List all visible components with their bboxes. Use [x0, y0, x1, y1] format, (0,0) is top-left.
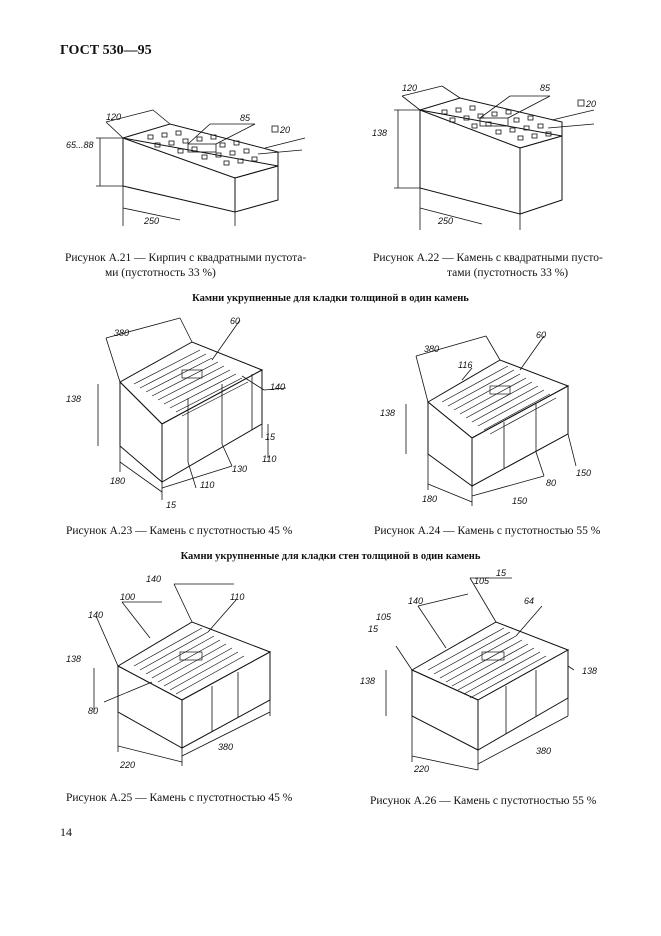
dim-label: 380 [114, 328, 129, 338]
dim-label: 85 [240, 113, 251, 123]
dim-label: 15 [265, 432, 276, 442]
figure-a22-drawing: 120 85 20 138 250 [372, 80, 622, 240]
figure-a22-caption: Рисунок А.22 — Камень с квадратными пуст… [373, 252, 603, 279]
dimension-lines [385, 577, 575, 771]
slot-pattern [133, 627, 245, 695]
dim-label: 140 [88, 610, 103, 620]
dim-label: 15 [166, 500, 177, 510]
figure-a23-svg: 380 60 138 140 15 110 130 110 15 180 [66, 316, 287, 510]
dim-label: 80 [546, 478, 556, 488]
dim-label: 138 [66, 654, 81, 664]
dim-label: 110 [230, 592, 244, 602]
dim-label: 250 [143, 216, 159, 226]
dim-label: 100 [120, 592, 135, 602]
dim-label: 220 [119, 760, 135, 770]
dim-label: 138 [360, 676, 375, 686]
figure-a26-caption: Рисунок А.26 — Камень с пустотностью 55 … [370, 795, 597, 807]
figure-a26-svg: 15 105 140 64 105 15 138 138 220 380 [360, 568, 597, 774]
dim-label: 380 [536, 746, 551, 756]
figure-a26-drawing: 15 105 140 64 105 15 138 138 220 380 [356, 566, 616, 776]
square-hole-symbol [577, 99, 585, 107]
dim-label: 116 [458, 360, 472, 370]
figure-a21-caption: Рисунок А.21 — Кирпич с квадратными пуст… [65, 252, 307, 279]
slot-pattern [427, 627, 547, 699]
figure-a25-caption: Рисунок А.25 — Камень с пустотностью 45 … [66, 792, 293, 804]
dim-label: 120 [106, 112, 121, 122]
brick-front-face [122, 137, 236, 213]
dim-label: 80 [88, 706, 98, 716]
hole-pattern [147, 130, 258, 166]
slot-pattern [133, 349, 249, 417]
dim-label: 140 [146, 574, 161, 584]
dim-label: 20 [279, 125, 290, 135]
figure-a23-drawing: 380 60 138 140 15 110 130 110 15 180 [62, 312, 292, 512]
dimension-lines [394, 85, 595, 230]
figure-a25-svg: 140 100 110 140 138 80 220 380 [66, 574, 272, 770]
dim-label: 60 [536, 330, 546, 340]
dim-label: 250 [437, 216, 453, 226]
section-heading: Камни укрупненные для кладки стен толщин… [180, 551, 481, 562]
dim-label: 380 [424, 344, 439, 354]
dim-label: 138 [372, 128, 387, 138]
figure-a21-svg: 120 65...88 85 20 250 [66, 109, 306, 226]
dimension-lines [93, 583, 271, 766]
figure-a22-svg: 120 85 20 138 250 [372, 83, 596, 230]
figure-a25-drawing: 140 100 110 140 138 80 220 380 [62, 572, 302, 772]
dim-label: 65...88 [66, 140, 94, 150]
figure-a23-caption: Рисунок А.23 — Камень с пустотностью 45 … [66, 525, 293, 537]
standard-header: ГОСТ 530—95 [60, 43, 152, 58]
dim-label: 140 [408, 596, 423, 606]
brick-side-face [234, 165, 279, 213]
hole-pattern [441, 105, 552, 141]
dimension-lines [96, 109, 306, 226]
figure-a21-drawing: 120 65...88 85 20 250 [60, 108, 310, 228]
dim-label: 60 [230, 316, 240, 326]
dim-label: 180 [422, 494, 437, 504]
square-hole-symbol [271, 125, 279, 133]
dimension-lines [405, 335, 577, 506]
dim-label: 64 [524, 596, 534, 606]
section-heading: Камни укрупненные для кладки толщиной в … [192, 293, 469, 304]
dim-label: 130 [232, 464, 247, 474]
dim-label: 15 [368, 624, 379, 634]
dim-label: 150 [576, 468, 591, 478]
dim-label: 15 [496, 568, 507, 578]
dim-label: 220 [413, 764, 429, 774]
slot-pattern [441, 365, 557, 435]
dim-label: 105 [474, 576, 490, 586]
dimension-lines [97, 317, 287, 500]
figure-a24-drawing: 60 380 116 138 150 80 150 180 [376, 326, 606, 511]
dim-label: 110 [262, 454, 276, 464]
dim-label: 150 [512, 496, 527, 506]
dim-label: 105 [376, 612, 392, 622]
dim-label: 380 [218, 742, 233, 752]
dim-label: 120 [402, 83, 417, 93]
dim-label: 85 [540, 83, 551, 93]
dim-label: 110 [200, 480, 214, 490]
page-number: 14 [60, 825, 72, 839]
dim-label: 138 [66, 394, 81, 404]
dim-label: 140 [270, 382, 285, 392]
dim-label: 180 [110, 476, 125, 486]
dim-label: 138 [582, 666, 597, 676]
figure-a24-svg: 60 380 116 138 150 80 150 180 [380, 330, 591, 506]
dim-label: 138 [380, 408, 395, 418]
figure-a24-caption: Рисунок А.24 — Камень с пустотностью 55 … [374, 525, 601, 537]
dim-label: 20 [585, 99, 596, 109]
